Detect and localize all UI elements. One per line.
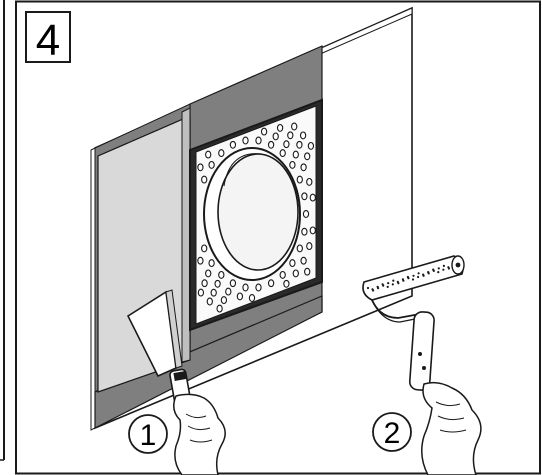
roller-texture-dot [437,267,440,270]
roller-texture-dot [397,282,400,285]
step-number-box [25,11,71,63]
perforation-hole [302,210,310,218]
perforation-hole [267,140,275,149]
perforation-hole [304,152,311,161]
hand-icon [421,381,482,475]
perforation-hole [289,259,296,268]
perforation-hole [296,140,303,149]
perforation-hole [197,288,205,297]
roller-texture-dot [437,271,440,274]
perforation-hole [201,175,208,184]
perforation-hole [283,279,290,288]
panel-border [15,0,541,475]
perforation-hole [279,149,286,158]
perforation-hole [291,122,298,131]
roller-texture [366,263,455,292]
perforation-hole [296,244,303,253]
perforation-hole [248,294,256,302]
membrane-lower-band [94,295,323,429]
callout-circle-2 [372,412,412,452]
perforation-hole [276,123,284,132]
perforation-hole [197,256,204,265]
roller-texture-dot [407,277,410,280]
perforation-hole [283,140,290,149]
collar-perforations [197,122,316,313]
perforation-hole [214,279,221,288]
roller-texture-dot [387,282,390,285]
roller-texture-dot [372,289,375,292]
perforation-hole [218,149,225,158]
perforation-hole [201,244,208,253]
roller-texture-dot [391,283,394,286]
paint-roller-icon [362,255,465,391]
perforation-hole [208,259,215,268]
perforation-hole [292,150,299,159]
perforation-hole [306,177,313,186]
roller-texture-dot [386,285,389,288]
roller-texture-dot [411,278,415,281]
perforation-hole [296,175,303,184]
perforation-hole [201,279,208,288]
perforation-hole [216,304,223,313]
roller-texture-dot [442,264,445,267]
roller-texture-dot [432,269,435,272]
perforation-hole [197,163,204,172]
roller-texture-dot [402,279,405,282]
perforation-hole [304,267,311,276]
perforation-hole [255,136,262,145]
perforation-hole [307,141,315,150]
perforation-hole [287,131,294,140]
perforation-hole [301,227,308,236]
roller-texture-dot [422,274,425,277]
perforation-hole [309,226,316,235]
callout-circle-1 [128,414,168,454]
roller-texture-dot [442,268,445,271]
perforation-hole [206,297,213,306]
perforation-hole [208,160,215,169]
roller-texture-dot [417,275,420,279]
step-number: 4 [36,16,60,65]
perforation-hole [229,279,237,288]
perforation-hole [242,136,249,145]
perforation-hole [299,131,307,140]
callout-label-1: 1 [140,419,157,452]
perforation-hole [210,288,217,297]
pipe-sleeve [203,147,301,281]
roller-texture-dot [366,286,370,290]
wall-panel-left-edge [90,147,96,431]
perforation-hole [229,140,237,149]
perforation-hole [289,160,296,169]
callout-label-2: 2 [384,417,401,450]
perforation-hole [205,150,212,159]
perforation-hole [292,269,299,278]
roller-texture-dot [417,272,420,275]
roller-texture-dot [377,287,380,290]
perforation-hole [242,283,249,292]
perforation-hole [309,193,316,202]
perforation-hole [205,269,212,278]
roller-texture-dot [427,272,430,275]
perforation-hole [300,163,307,172]
roller-texture-dot [412,274,415,277]
sealant-area-edge [181,107,191,363]
roller-texture-dot [447,267,450,270]
perforation-hole [279,270,286,279]
perforation-hole [272,132,279,141]
perforation-hole [220,296,228,305]
perforation-hole [236,292,244,301]
roller-texture-dot [392,279,395,282]
perforation-hole [225,287,232,296]
perforation-hole [300,256,307,265]
hand-icon [173,393,226,475]
perforation-hole [267,279,275,288]
perforation-hole [255,283,262,292]
perforation-hole [306,242,313,251]
roller-texture-dot [382,284,385,287]
perforation-hole [301,192,308,201]
perforation-hole [260,127,268,136]
perforation-hole [218,270,225,279]
